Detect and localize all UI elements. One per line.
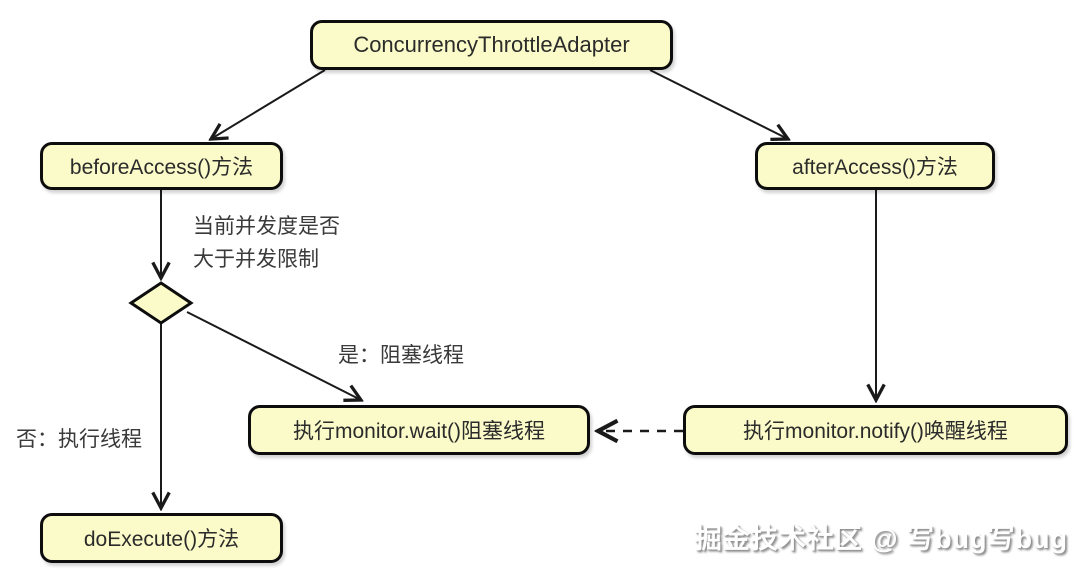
node-label: ConcurrencyThrottleAdapter [353, 32, 630, 57]
decision-condition-label: 当前并发度是否 大于并发限制 [193, 210, 340, 276]
decision-diamond [128, 281, 194, 325]
node-monitor-wait: 执行monitor.wait()阻塞线程 [248, 405, 590, 455]
node-concurrency-throttle-adapter: ConcurrencyThrottleAdapter [310, 20, 673, 70]
node-label: 执行monitor.wait()阻塞线程 [292, 420, 546, 443]
node-label: 执行monitor.notify()唤醒线程 [743, 420, 1008, 443]
edge-adapter-to-afteraccess [649, 69, 788, 139]
edge-adapter-to-beforeaccess [211, 69, 326, 139]
node-label: afterAccess()方法 [792, 156, 958, 179]
node-monitor-notify: 执行monitor.notify()唤醒线程 [683, 405, 1068, 455]
node-before-access: beforeAccess()方法 [40, 142, 283, 190]
node-label: beforeAccess()方法 [69, 156, 254, 179]
edge-decision-to-wait [186, 311, 361, 400]
watermark: 掘金技术社区 @ 写bug写bug [694, 524, 1068, 554]
node-do-execute: doExecute()方法 [40, 513, 283, 563]
node-label: doExecute()方法 [83, 528, 240, 551]
node-after-access: afterAccess()方法 [755, 142, 995, 190]
yes-branch-label: 是：阻塞线程 [338, 344, 464, 367]
condition-line-1: 当前并发度是否 [193, 215, 340, 238]
condition-line-2: 大于并发限制 [193, 248, 319, 271]
no-branch-label: 否：执行线程 [16, 428, 142, 451]
